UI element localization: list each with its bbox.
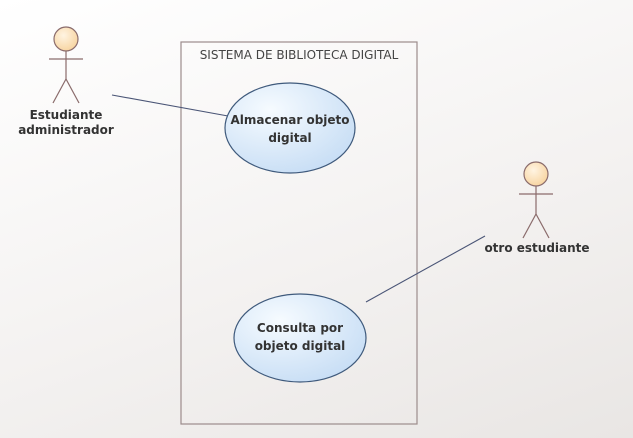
use-case-almacenar-objeto-digital[interactable]: Almacenar objeto digital: [224, 82, 356, 174]
actor-head: [53, 26, 79, 52]
actor-label-line-2: administrador: [18, 123, 114, 137]
actor-estudiante-administrador[interactable]: Estudiante administrador: [18, 26, 114, 137]
actor-label-line-1: otro estudiante: [484, 241, 589, 255]
actor-left-leg: [522, 213, 537, 239]
actor-left-leg: [52, 78, 67, 104]
system-boundary[interactable]: [180, 41, 418, 425]
actor-head: [523, 161, 549, 187]
actor-otro-estudiante[interactable]: otro estudiante: [484, 161, 590, 255]
use-case-label-line-2: digital: [268, 131, 311, 145]
use-case-label-line-2: objeto digital: [255, 339, 346, 353]
use-case-ellipse: [233, 293, 367, 383]
use-case-label-line-1: Consulta por: [257, 321, 343, 335]
use-case-label-line-1: Almacenar objeto: [230, 113, 349, 127]
actor-label-line-1: Estudiante: [30, 108, 103, 122]
association-line-otro-consulta[interactable]: [365, 235, 486, 303]
actor-right-leg: [535, 213, 550, 239]
actor-right-leg: [65, 78, 80, 104]
system-title: SISTEMA DE BIBLIOTECA DIGITAL: [200, 48, 399, 62]
use-case-consulta-por-objeto-digital[interactable]: Consulta por objeto digital: [233, 293, 367, 383]
association-line-admin-almacenar[interactable]: [111, 94, 229, 117]
use-case-ellipse: [224, 82, 356, 174]
